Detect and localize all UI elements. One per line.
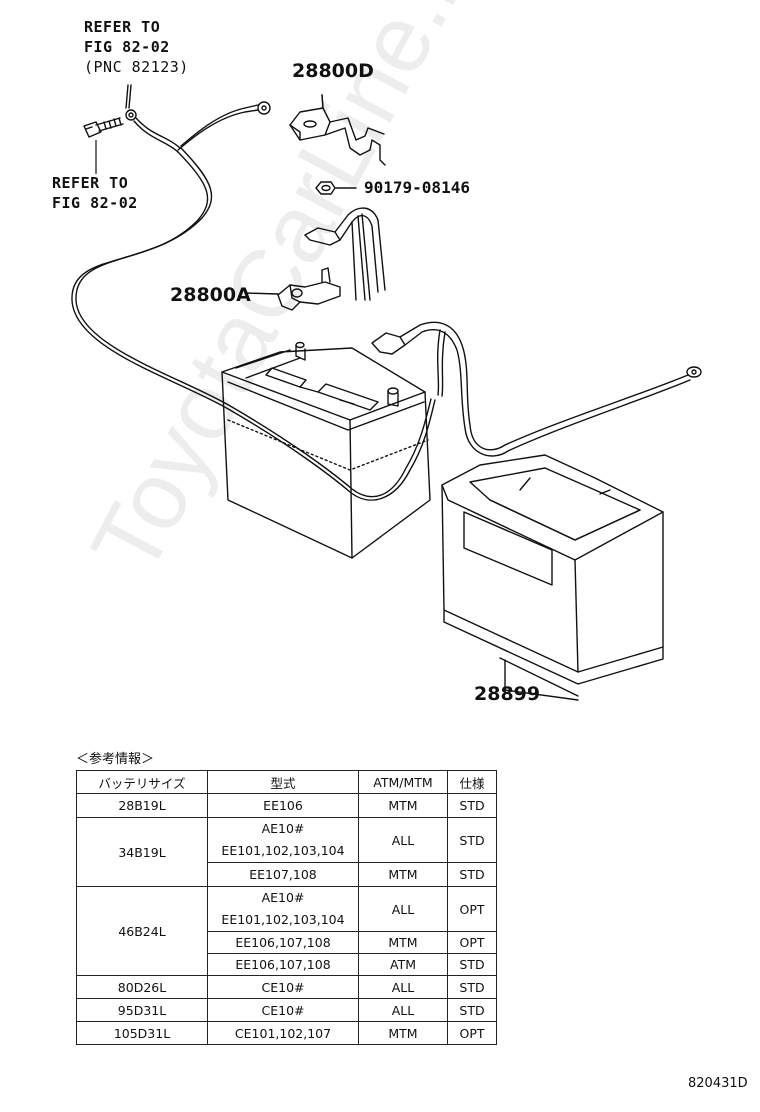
cell-model: EE106,107,108 [207, 953, 359, 976]
part-number-28899: 28899 [474, 683, 541, 705]
table-row: 80D26L CE10# ALL STD [76, 975, 497, 999]
table-row: 34B19L AE10# EE101,102,103,104 ALL STD [76, 817, 497, 887]
cell-size: 105D31L [76, 1021, 208, 1045]
cell-model-line: EE101,102,103,104 [221, 912, 345, 927]
nut-icon [315, 181, 357, 195]
cell-model: AE10# EE101,102,103,104 [207, 817, 359, 863]
part-number-28800d: 28800D [292, 60, 374, 82]
battery-tray [441, 454, 664, 701]
table-row: 28B19L EE106 MTM STD [76, 793, 497, 818]
table-row: EE107,108 MTM STD [77, 862, 497, 887]
table-row: 46B24L AE10# EE101,102,103,104 ALL OPT [76, 886, 497, 976]
header-model: 型式 [207, 770, 359, 794]
cell-size: 46B24L [76, 886, 208, 976]
cell-trans: MTM [358, 862, 448, 887]
refer-note-1-line-2: FIG 82-02 [84, 38, 170, 56]
terminal-28800a [245, 267, 341, 311]
cell-trans: ATM [358, 953, 448, 976]
table-header-row: バッテリサイズ 型式 ATM/MTM 仕様 [76, 770, 497, 794]
part-number-28800a: 28800A [170, 284, 251, 306]
battery-drawing [71, 84, 702, 701]
cell-spec: STD [447, 953, 497, 976]
refer-note-2-line-1: REFER TO [52, 174, 129, 192]
cell-trans: ALL [358, 886, 448, 932]
cell-spec: OPT [447, 931, 497, 954]
cell-size: 28B19L [76, 793, 208, 818]
part-number-90179-08146: 90179-08146 [364, 178, 470, 197]
cell-trans: MTM [358, 793, 448, 818]
battery-spec-table: バッテリサイズ 型式 ATM/MTM 仕様 28B19L EE106 MTM S… [76, 770, 497, 1045]
cell-size: 80D26L [76, 975, 208, 999]
header-battery-size: バッテリサイズ [76, 770, 208, 794]
refer-note-1-line-3: (PNC 82123) [84, 58, 189, 76]
battery-cable [371, 321, 702, 457]
cell-model: CE101,102,107 [207, 1021, 359, 1045]
refer-leader [95, 140, 97, 174]
cell-model: CE10# [207, 998, 359, 1022]
cell-model: EE106,107,108 [207, 931, 359, 954]
cell-size: 34B19L [76, 817, 208, 887]
cell-spec: STD [447, 862, 497, 887]
battery [221, 341, 431, 559]
header-spec: 仕様 [447, 770, 497, 794]
table-row: 95D31L CE10# ALL STD [76, 998, 497, 1022]
table-row: 105D31L CE101,102,107 MTM OPT [76, 1021, 497, 1045]
cell-model-line: AE10# [261, 890, 305, 905]
cell-spec: STD [447, 998, 497, 1022]
positive-harness [304, 207, 386, 301]
cell-trans: ALL [358, 998, 448, 1022]
cell-spec: STD [447, 975, 497, 999]
cell-trans: ALL [358, 975, 448, 999]
cell-model-line: EE101,102,103,104 [221, 843, 345, 858]
cell-model: EE107,108 [207, 862, 359, 887]
clamp-28800d [289, 94, 386, 166]
diagram-code: 820431D [688, 1076, 748, 1091]
reference-heading: ＜参考情報＞ [76, 752, 155, 767]
cell-spec: STD [447, 817, 497, 863]
cell-trans: ALL [358, 817, 448, 863]
refer-note-1-line-1: REFER TO [84, 18, 161, 36]
cell-trans: MTM [358, 1021, 448, 1045]
cell-model-line: AE10# [261, 821, 305, 836]
header-transmission: ATM/MTM [358, 770, 448, 794]
cell-spec: OPT [447, 1021, 497, 1045]
refer-note-2-line-2: FIG 82-02 [52, 194, 138, 212]
cell-spec: STD [447, 793, 497, 818]
cell-model: EE106 [207, 793, 359, 818]
cell-trans: MTM [358, 931, 448, 954]
cell-size: 95D31L [76, 998, 208, 1022]
table-row: EE106,107,108 ATM STD [77, 953, 497, 976]
ground-cable [71, 84, 436, 501]
cell-model: AE10# EE101,102,103,104 [207, 886, 359, 932]
cell-model: CE10# [207, 975, 359, 999]
cell-spec: OPT [447, 886, 497, 932]
bolt-icon [83, 117, 124, 138]
